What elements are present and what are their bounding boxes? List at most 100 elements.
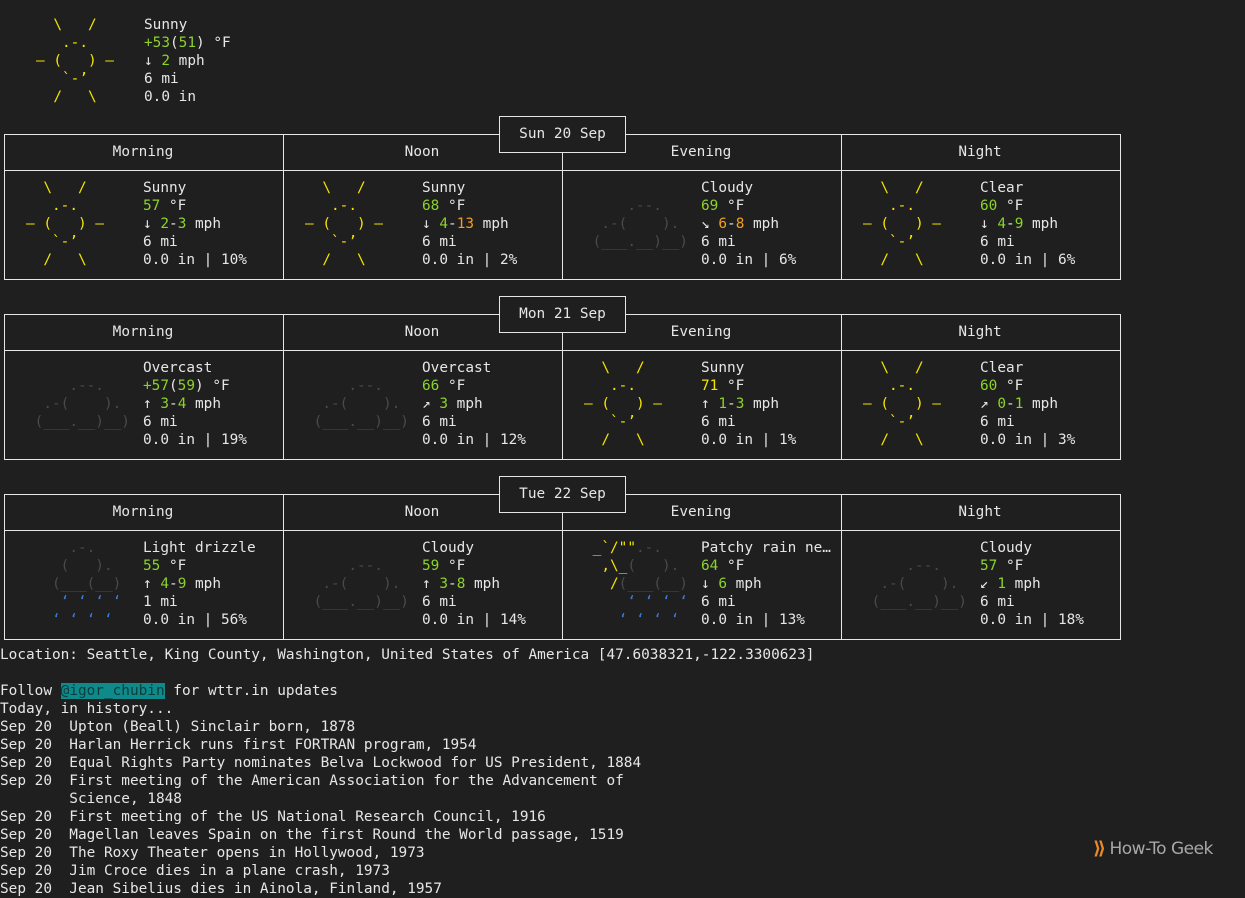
cloud-icon: .--. .-( ). (___.__)__) [305,558,409,610]
temperature: 64 °F [701,558,745,574]
visibility: 6 mi [143,414,178,430]
forecast-cell: \ / .-. ― ( ) ― `-’ / \ Sunny 68 °F ↓ 4-13… [283,179,561,269]
history-list: Sep 20 Upton (Beall) Sinclair born, 1878… [0,718,814,898]
temperature: 71 °F [701,378,745,394]
sun-icon: \ / .-. ― ( ) ― `-’ / \ [584,360,671,448]
wind: ↓ 4-9 mph [980,216,1059,232]
temperature: 66 °F [422,378,466,394]
sun-icon: \ / .-. ― ( ) ― `-’ / \ [863,360,950,448]
day-date: Tue 22 Sep [499,476,626,513]
forecast-cell: .-. ( ). (___(__) ‘ ‘ ‘ ‘ ‘ ‘ ‘ ‘ Light … [4,539,282,629]
visibility: 6 mi [422,234,457,250]
visibility: 6 mi [143,234,178,250]
condition: Sunny [701,360,745,376]
sun-icon: \ / .-. ― ( ) ― `-’ / \ [305,180,392,268]
precipitation: 0.0 in | 2% [422,252,518,268]
twitter-handle-link[interactable]: @igor_chubin [60,683,165,699]
temperature: 69 °F [701,198,745,214]
history-item: Sep 20 Magellan leaves Spain on the firs… [0,827,624,843]
day-date: Mon 21 Sep [499,296,626,333]
wind: ↗ 3 mph [422,396,483,412]
forecast-cell: .--. .-( ). (___.__)__) Cloudy 57 °F ↙ 1 m… [841,539,1119,629]
precipitation: 0.0 in | 1% [701,432,797,448]
column-title: Morning [112,144,174,160]
howtogeek-logo: ⟫ How-To Geek [1093,838,1213,859]
current-condition: Sunny [144,17,188,33]
condition: Sunny [422,180,466,196]
visibility: 6 mi [980,234,1015,250]
condition: Clear [980,360,1024,376]
precipitation: 0.0 in | 12% [422,432,526,448]
visibility: 6 mi [701,234,736,250]
wind: ↓ 6 mph [701,576,762,592]
column-title: Evening [670,504,732,520]
condition: Cloudy [422,540,474,556]
howtogeek-logo-icon: ⟫ [1093,838,1106,859]
wind: ↘ 6-8 mph [701,216,780,232]
temperature: 55 °F [143,558,187,574]
forecast-cell: .--. .-( ). (___.__)__) Overcast +57(59) … [4,359,282,449]
precipitation: 0.0 in | 10% [143,252,247,268]
visibility: 6 mi [701,594,736,610]
history-item: Sep 20 Jean Sibelius dies in Ainola, Fin… [0,881,442,897]
history-item: Sep 20 Jim Croce dies in a plane crash, … [0,863,390,879]
history-item: Sep 20 Upton (Beall) Sinclair born, 1878 [0,719,356,735]
wind: ↑ 1-3 mph [701,396,780,412]
drizzle-icon: .-. ( ). (___(__) ‘ ‘ ‘ ‘ ‘ ‘ ‘ ‘ [26,540,122,628]
follow-line: Follow @igor_chubin for wttr.in updates [0,683,338,699]
current-precip: 0.0 in [144,89,196,105]
temperature: 68 °F [422,198,466,214]
current-info: Sunny +53(51) °F ↓ 2 mph 6 mi 0.0 in [144,16,444,106]
condition: Sunny [143,180,187,196]
wind: ↙ 1 mph [980,576,1041,592]
precipitation: 0.0 in | 3% [980,432,1076,448]
column-title: Evening [670,324,732,340]
column-title: Night [958,324,1002,340]
condition: Clear [980,180,1024,196]
logo-text: How-To Geek [1109,838,1213,859]
location-line: Location: Seattle, King County, Washingt… [0,647,815,663]
visibility: 6 mi [701,414,736,430]
cloud-icon: .--. .-( ). (___.__)__) [26,378,130,430]
column-title: Noon [404,324,440,340]
precipitation: 0.0 in | 13% [701,612,805,628]
history-item: Sep 20 Equal Rights Party nominates Belv… [0,755,642,771]
wind: ↑ 3-4 mph [143,396,222,412]
precipitation: 0.0 in | 14% [422,612,526,628]
column-title: Morning [112,324,174,340]
sun-icon: \ / .-. ― ( ) ― `-’ / \ [26,180,113,268]
condition: Overcast [143,360,213,376]
condition: Cloudy [980,540,1032,556]
column-title: Night [958,144,1002,160]
temperature: +57(59) °F [143,378,230,394]
current-temp: +53(51) °F [144,35,231,51]
temperature: 57 °F [980,558,1024,574]
day-date: Sun 20 Sep [499,116,626,153]
column-title: Morning [112,504,174,520]
history-item: Sep 20 First meeting of the American Ass… [0,773,624,789]
history-item: Sep 20 First meeting of the US National … [0,809,546,825]
visibility: 6 mi [980,594,1015,610]
column-title: Noon [404,144,440,160]
day-table: Morning Noon Evening Night .--. .-( ). (___… [4,296,1121,460]
precipitation: 0.0 in | 6% [980,252,1076,268]
wind: ↓ 4-13 mph [422,216,509,232]
precipitation: 0.0 in | 18% [980,612,1084,628]
condition: Overcast [422,360,492,376]
sun-icon: \ / .-. ― ( ) ― `-’ / \ [36,17,123,105]
wind: ↓ 2-3 mph [143,216,222,232]
cloud-icon: .--. .-( ). (___.__)__) [863,558,967,610]
visibility: 1 mi [143,594,178,610]
wind: ↑ 3-8 mph [422,576,501,592]
forecast-cell: _`/"".-. ,\_( ). /(___(__) ‘ ‘ ‘ ‘ ‘ ‘ ‘… [562,539,840,629]
wind: ↑ 4-9 mph [143,576,222,592]
current-visibility: 6 mi [144,71,179,87]
visibility: 6 mi [422,414,457,430]
temperature: 60 °F [980,198,1024,214]
